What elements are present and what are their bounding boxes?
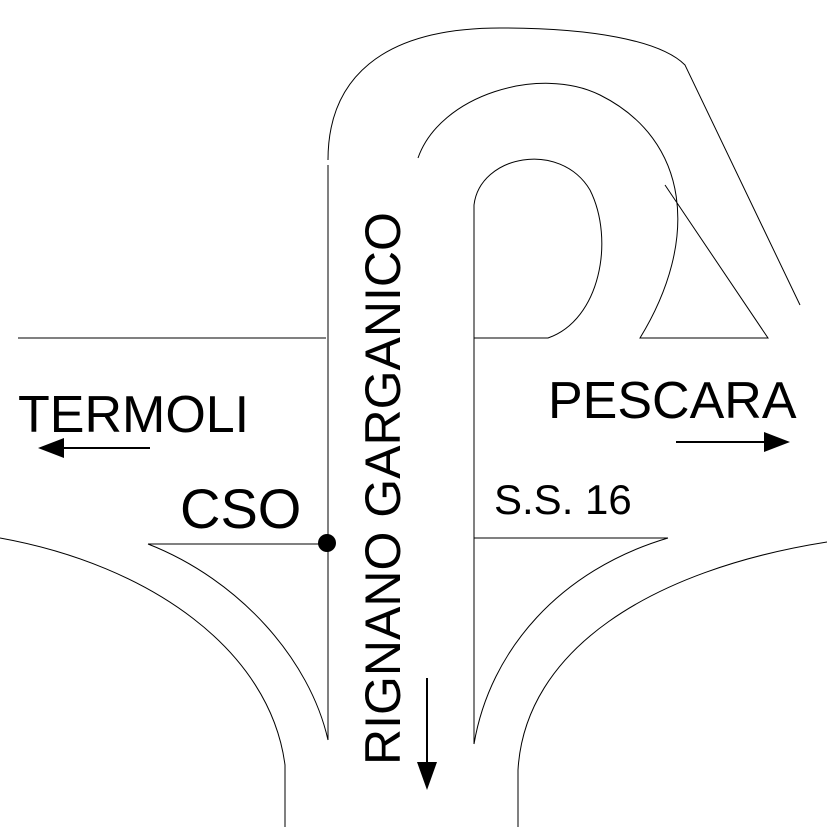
arrow-right-icon [676,432,790,452]
arrow-left-icon [38,438,150,458]
outer-loop-curve [327,27,801,306]
south-west-outer-curve [0,537,286,827]
pescara-label: PESCARA [548,372,797,430]
road-lines [0,27,827,827]
ss16-label: S.S. 16 [494,476,632,523]
arrow-down-icon [417,678,437,790]
location-dot-icon [318,534,336,552]
south-east-inner-curve [473,537,669,745]
south-east-outer-curve [517,541,827,827]
south-west-inner-curve [147,543,329,741]
middle-loop-curve [417,82,769,339]
termoli-label: TERMOLI [18,386,249,444]
rignano-label: RIGNANO GARGANICO [355,212,411,765]
inner-loop-curve [473,158,603,339]
cso-label: CSO [180,477,301,540]
